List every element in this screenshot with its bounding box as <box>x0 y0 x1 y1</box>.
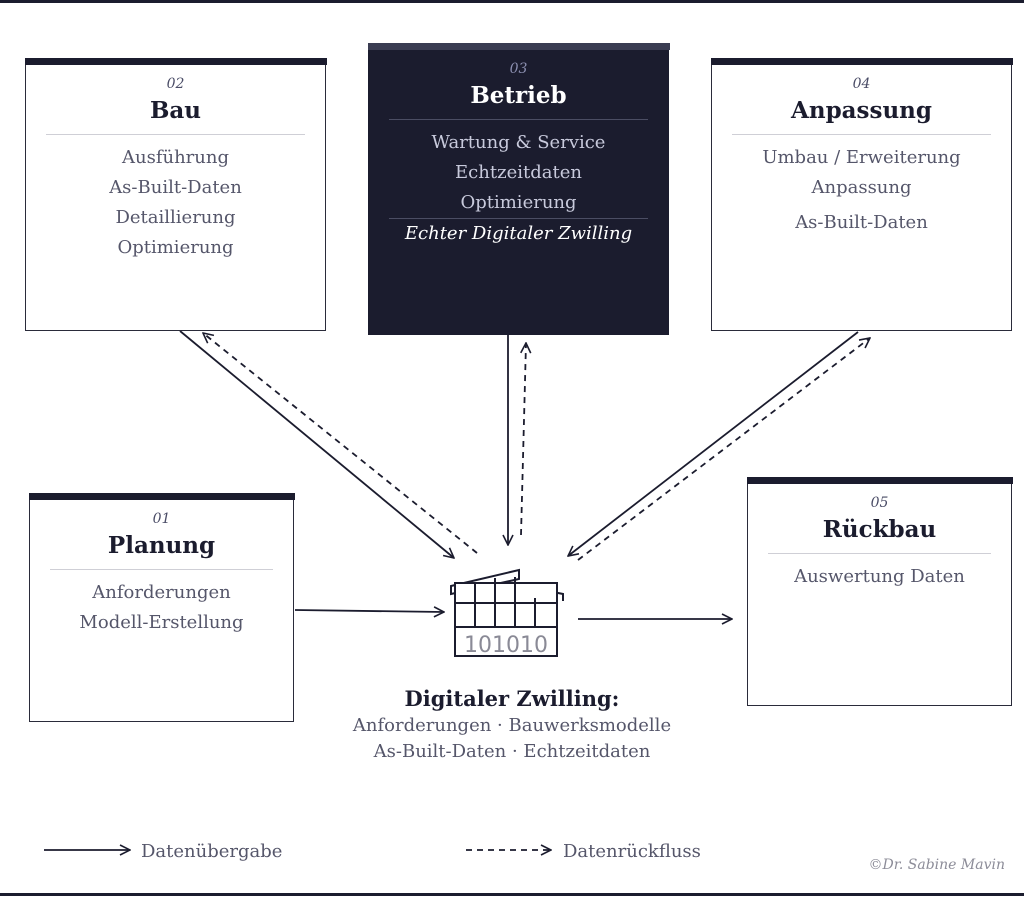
copyright: ©Dr. Sabine Mavin <box>868 857 1006 873</box>
phase-title: Rückbau <box>822 516 937 543</box>
digital-twin-line: As-Built-Daten · Echtzeitdaten <box>373 741 651 762</box>
box-header-bar <box>28 492 295 500</box>
top-rule <box>0 0 1024 3</box>
list-item: Echtzeitdaten <box>455 162 582 183</box>
list-item: Umbau / Erweiterung <box>762 147 961 168</box>
phase-number: 03 <box>509 61 528 77</box>
phase-number: 05 <box>870 495 889 511</box>
divider <box>50 569 273 570</box>
phase-box-rueckbau: 05 Rückbau Auswertung Daten <box>746 476 1013 706</box>
arrow-twin-to-bau <box>203 333 478 554</box>
phase-number: 04 <box>852 76 871 92</box>
list-item: Modell-Erstellung <box>79 612 244 633</box>
box-header-bar <box>24 57 327 65</box>
arrow-twin-to-betrieb <box>521 343 526 536</box>
arrow-anpassung-to-twin <box>568 331 859 556</box>
divider <box>389 119 648 120</box>
arrow-bau-to-twin <box>179 330 454 558</box>
phase-box-planung: 01 Planung Anforderungen Modell-Erstellu… <box>28 492 295 722</box>
list-item: Ausführung <box>122 147 229 168</box>
digital-twin-caption: Digitaler Zwilling: Anforderungen · Bauw… <box>312 685 712 765</box>
list-item: As-Built-Daten <box>795 212 928 233</box>
list-item: Detaillierung <box>115 207 236 228</box>
list-item: Optimierung <box>117 237 234 258</box>
highlight-item: Echter Digitaler Zwilling <box>404 223 633 244</box>
list-item: Auswertung Daten <box>794 566 965 587</box>
phase-box-betrieb: 03 Betrieb Wartung & Service Echtzeitdat… <box>367 42 670 335</box>
box-header-bar <box>710 57 1013 65</box>
divider <box>732 134 991 135</box>
divider <box>389 218 648 219</box>
list-item: Wartung & Service <box>431 132 606 153</box>
divider <box>768 553 991 554</box>
phase-box-bau: 02 Bau Ausführung As-Built-Daten Detaill… <box>24 57 327 331</box>
phase-title: Betrieb <box>470 82 567 109</box>
phase-number: 02 <box>166 76 185 92</box>
phase-title: Planung <box>107 532 216 559</box>
phase-title: Bau <box>149 97 202 124</box>
box-header-bar <box>367 42 670 50</box>
divider <box>46 134 305 135</box>
legend-solid-label: Datenübergabe <box>141 841 283 862</box>
box-header-bar <box>746 476 1013 484</box>
list-item: Anpassung <box>811 177 912 198</box>
digital-twin-line: Anforderungen · Bauwerksmodelle <box>352 715 672 736</box>
building-binary-icon: 101010 <box>450 568 564 658</box>
svg-text:101010: 101010 <box>464 633 548 658</box>
phase-title: Anpassung <box>791 97 932 124</box>
list-item: As-Built-Daten <box>109 177 242 198</box>
bottom-rule <box>0 893 1024 896</box>
list-item: Anforderungen <box>92 582 231 603</box>
digital-twin-title: Digitaler Zwilling: <box>404 686 620 711</box>
list-item: Optimierung <box>460 192 577 213</box>
arrow-planung-to-twin <box>294 610 444 612</box>
phase-number: 01 <box>152 511 171 527</box>
legend-dashed-label: Datenrückfluss <box>563 841 701 862</box>
phase-box-anpassung: 04 Anpassung Umbau / Erweiterung Anpassu… <box>710 57 1013 331</box>
